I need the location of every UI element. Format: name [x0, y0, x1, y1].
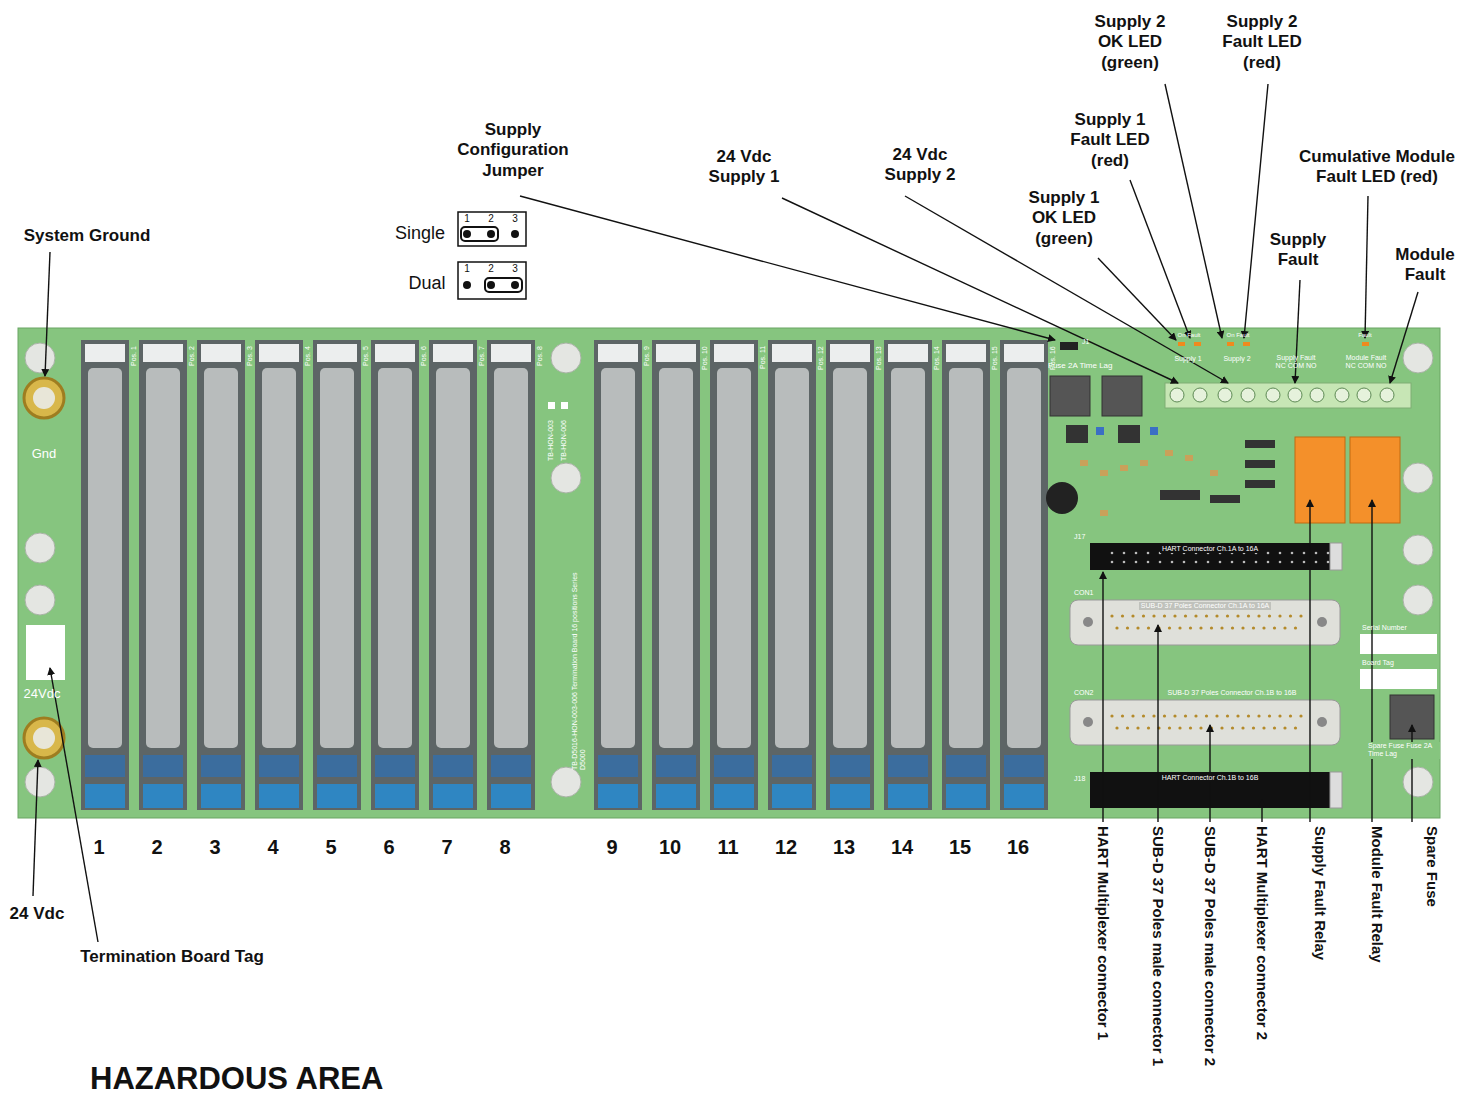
callout-label: HART Multiplexer connector 1 [1094, 826, 1112, 1040]
silkscreen-text: Pos. 11 [759, 346, 767, 369]
silkscreen-text: Gnd [32, 446, 57, 462]
callout-label: HART Multiplexer connector 2 [1253, 826, 1271, 1040]
silkscreen-text: SUB-D 37 Poles Connector Ch.1B to 16B [1166, 689, 1299, 697]
position-number: 6 [383, 835, 394, 859]
position-number: 3 [209, 835, 220, 859]
silkscreen-text: Serial Number [1362, 624, 1407, 632]
silkscreen-text: Pos. 9 [643, 346, 651, 366]
callout-label: Supply Fault [1263, 230, 1333, 271]
callout-label: 24 Vdc Supply 2 [870, 145, 970, 186]
pin-number: 3 [512, 263, 518, 275]
area-heading: HAZARDOUS AREA [90, 1060, 383, 1097]
jumper-label: Single [395, 223, 445, 245]
silkscreen-text: Supply 1 [1174, 355, 1201, 363]
silkscreen-text: On Fault [1177, 332, 1200, 339]
pin-number: 1 [464, 213, 470, 225]
position-number: 11 [717, 835, 738, 859]
silkscreen-text: Pos. 15 [991, 346, 999, 370]
connector-text: HART Connector Ch.1A to 16A [1160, 545, 1260, 553]
silkscreen-text: Pos. 4 [304, 346, 312, 366]
position-number: 13 [833, 835, 855, 859]
silkscreen-text: TB-HON-006 [560, 420, 568, 461]
jumper-label: Dual [408, 273, 445, 295]
silkscreen-text: Board Tag [1362, 659, 1394, 667]
silkscreen-text: Pos. 6 [420, 346, 428, 366]
callout-label: Supply Configuration Jumper [451, 120, 576, 181]
silkscreen-text: Supply Fault NC COM NO [1271, 354, 1321, 371]
callout-label: Supply 2 OK LED (green) [1089, 12, 1171, 73]
silkscreen-text: Fault [1358, 332, 1371, 339]
pin-number: 1 [464, 263, 470, 275]
silkscreen-text: Pos. 1 [130, 346, 138, 366]
pin-number: 2 [488, 213, 494, 225]
silkscreen-text: Fuse 2A Time Lag [1048, 361, 1112, 371]
silkscreen-text: 24Vdc [24, 686, 61, 702]
callout-label: Supply 1 Fault LED (red) [1069, 110, 1151, 171]
callout-label: Supply 1 OK LED (green) [1023, 188, 1105, 249]
silkscreen-text: Pos. 5 [362, 346, 370, 366]
position-number: 5 [325, 835, 336, 859]
position-number: 8 [499, 835, 510, 859]
position-number: 1 [93, 835, 104, 859]
connector-text: SUB-D 37 Poles Connector Ch.1A to 16A [1139, 602, 1271, 610]
silkscreen-text: Pos. 3 [246, 346, 254, 366]
silkscreen-text: J1 [1082, 338, 1089, 346]
callout-label: 24 Vdc Supply 1 [694, 147, 794, 188]
silkscreen-text: Pos. 7 [478, 346, 486, 366]
callout-label: System Ground [24, 226, 151, 246]
callout-label: Supply 2 Fault LED (red) [1216, 12, 1308, 73]
silkscreen-text: CON1 [1072, 589, 1095, 597]
silkscreen-text: Supply 2 [1223, 355, 1250, 363]
silkscreen-text: Pos. 10 [701, 346, 709, 370]
silkscreen-text: Pos. 2 [188, 346, 196, 366]
silkscreen-text: TB-D5016-HON-003-006 Termination Board 1… [571, 560, 588, 770]
position-number: 15 [949, 835, 971, 859]
silkscreen-text: J18 [1072, 775, 1087, 783]
position-number: 4 [267, 835, 278, 859]
callout-label: 24 Vdc [10, 904, 65, 924]
position-number: 14 [891, 835, 913, 859]
silkscreen-text: Pos. 12 [817, 346, 825, 370]
position-number: 12 [775, 835, 797, 859]
position-number: 16 [1007, 835, 1029, 859]
pin-number: 3 [512, 213, 518, 225]
silkscreen-text: TB-HON-003 [547, 420, 555, 461]
silkscreen-text: Spare Fuse Fuse 2A Time Lag [1366, 742, 1440, 759]
silkscreen-text: J17 [1072, 533, 1087, 541]
position-number: 7 [441, 835, 452, 859]
silkscreen-text: Pos. 14 [933, 346, 941, 370]
callout-label: Termination Board Tag [80, 947, 264, 967]
callout-label: Module Fault [1390, 245, 1459, 286]
position-number: 9 [606, 835, 617, 859]
silkscreen-text: Pos. 8 [536, 346, 544, 366]
position-number: 10 [659, 835, 681, 859]
callout-label: SUB-D 37 Poles male connector 1 [1149, 826, 1167, 1066]
pin-number: 2 [488, 263, 494, 275]
position-number: 2 [151, 835, 162, 859]
silkscreen-text: On Fault [1226, 332, 1249, 339]
callout-label: Module Fault Relay [1368, 826, 1386, 963]
silkscreen-text: Pos. 13 [875, 346, 883, 370]
callout-label: Supply Fault Relay [1311, 826, 1329, 960]
callout-label: Spare Fuse [1423, 826, 1441, 907]
silkscreen-text: Module Fault NC COM NO [1340, 354, 1392, 371]
connector-text: HART Connector Ch.1B to 16B [1160, 774, 1261, 782]
silkscreen-text: CON2 [1072, 689, 1095, 697]
callout-label: SUB-D 37 Poles male connector 2 [1201, 826, 1219, 1066]
callout-label: Cumulative Module Fault LED (red) [1288, 147, 1459, 188]
